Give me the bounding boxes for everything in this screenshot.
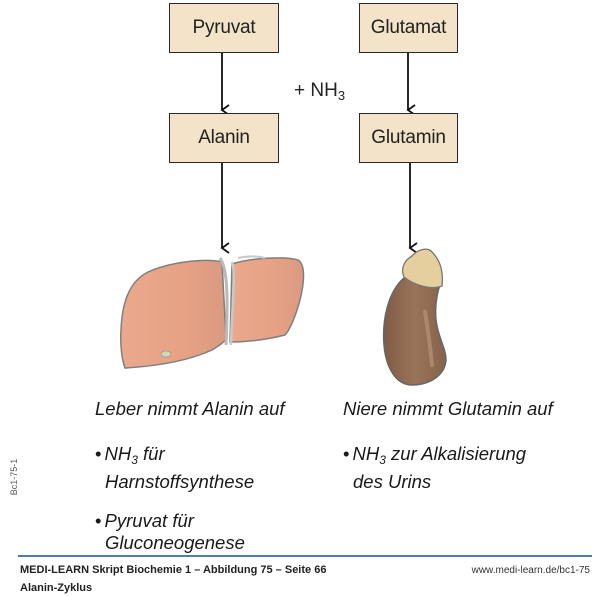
bullet-dot: • <box>95 510 102 531</box>
reagent-text: + NH <box>294 80 338 101</box>
footer-source: MEDI-LEARN Skript Biochemie 1 – Abbildun… <box>20 564 327 576</box>
footer-url-link[interactable]: www.medi-learn.de/bc1-75 <box>471 565 590 576</box>
bullet-subscript: 3 <box>131 453 138 467</box>
kidney-caption: Niere nimmt Glutamin auf <box>343 398 553 419</box>
bullet-subscript: 3 <box>379 453 386 467</box>
bullet-text: NH <box>352 443 380 464</box>
liver-bullet-1: •NH3 für Harnstoffsynthese <box>95 443 254 493</box>
label-pyruvat: Pyruvat <box>192 17 256 38</box>
footer-divider <box>18 555 592 557</box>
bullet-text: zur Alkalisierung <box>385 443 527 464</box>
footer-title: Alanin-Zyklus <box>20 582 93 594</box>
reagent-nh3: + NH3 <box>294 80 345 103</box>
liver-caption: Leber nimmt Alanin auf <box>95 398 285 419</box>
bullet-dot: • <box>95 443 102 464</box>
liver-bullet-2: •Pyruvat für Gluconeogenese <box>95 510 245 554</box>
figure-id: Bc1-75-1 <box>9 458 19 496</box>
bullet-line2: Harnstoffsynthese <box>105 471 255 492</box>
box-glutamin: Glutamin <box>359 113 458 163</box>
kidney-bullet-1: •NH3 zur Alkalisierung des Urins <box>343 443 526 493</box>
box-alanin: Alanin <box>169 113 279 163</box>
bullet-line2: des Urins <box>353 471 432 492</box>
bullet-text: für <box>137 443 165 464</box>
liver-illustration <box>120 255 305 369</box>
label-glutamin: Glutamin <box>371 127 446 148</box>
bullet-text: Pyruvat für <box>104 510 194 531</box>
bullet-line2: Gluconeogenese <box>105 532 245 553</box>
label-glutamat: Glutamat <box>370 17 447 38</box>
box-pyruvat: Pyruvat <box>169 3 279 53</box>
kidney-illustration <box>382 248 447 386</box>
box-glutamat: Glutamat <box>359 3 458 53</box>
label-alanin: Alanin <box>198 127 250 148</box>
bullet-text: NH <box>104 443 132 464</box>
bullet-dot: • <box>343 443 350 464</box>
reagent-subscript: 3 <box>337 88 346 103</box>
